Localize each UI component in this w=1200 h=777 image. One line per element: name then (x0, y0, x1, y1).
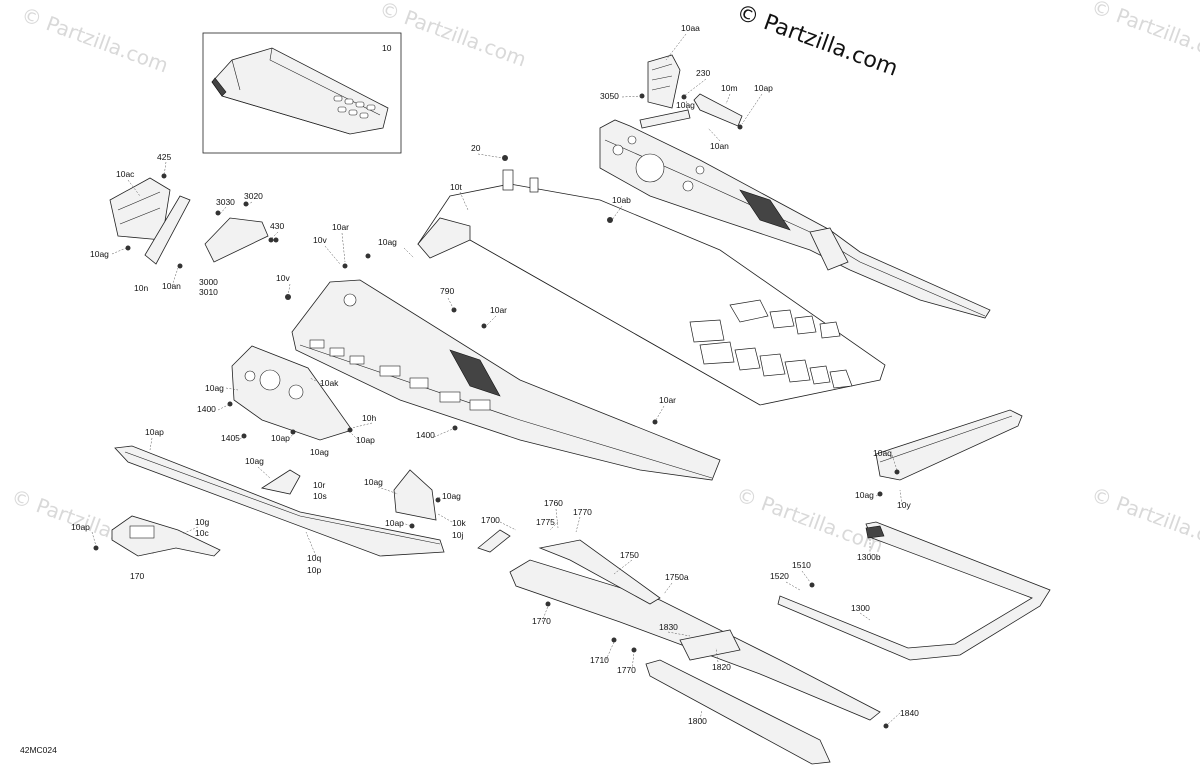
diagram-code: 42MC024 (20, 745, 57, 755)
callout-label: 10ak (320, 378, 339, 388)
callout-label: 1300b (857, 552, 881, 562)
callout-label: 3000 (199, 277, 218, 287)
callout-label: 10ag (442, 491, 461, 501)
callout-label: 1750a (665, 572, 689, 582)
callout-label: 10ap (356, 435, 375, 445)
callout-label: 10ag (310, 447, 329, 457)
inset-label: 10 (382, 43, 392, 53)
callout-label: 10ar (659, 395, 676, 405)
callout-label: 3030 (216, 197, 235, 207)
callout-label: 10s (313, 491, 327, 501)
callout-label: 10ag (378, 237, 397, 247)
callout-label: 10an (710, 141, 729, 151)
callout-label: 10ag (676, 100, 695, 110)
runner-assembly (477, 529, 881, 765)
callout-label: 10ac (116, 169, 135, 179)
copyright-text: © Partzilla.com (733, 0, 901, 82)
watermark: © Partzilla.com (1088, 482, 1200, 557)
callout-label: 170 (130, 571, 144, 581)
callout-label: 10t (450, 182, 462, 192)
callout-label: 430 (270, 221, 284, 231)
callout-label: 425 (157, 152, 171, 162)
tunnel-top-plate (417, 169, 886, 406)
callout-label: 1830 (659, 622, 678, 632)
callout-label: 10ag (855, 490, 874, 500)
callout-label: 1770 (617, 665, 636, 675)
callout-label: 10an (162, 281, 181, 291)
callout-label: 10y (897, 500, 911, 510)
fasteners (93, 93, 900, 729)
lower-bracket (111, 515, 221, 557)
front-strip (114, 445, 445, 557)
handle-bar (777, 521, 1051, 661)
callout-label: 10ap (71, 522, 90, 532)
callout-label: 10aq (873, 448, 892, 458)
callout-label: 10c (195, 528, 209, 538)
callout-label: 10h (362, 413, 376, 423)
callout-label: 10v (276, 273, 290, 283)
callout-label: 1400 (416, 430, 435, 440)
callout-label: 10ar (332, 222, 349, 232)
callout-label: 10ag (205, 383, 224, 393)
callout-label: 10n (134, 283, 148, 293)
callout-label: 10ab (612, 195, 631, 205)
callout-label: 10v (313, 235, 327, 245)
callout-label: 1405 (221, 433, 240, 443)
small-brackets (260, 469, 437, 521)
callout-label: 10ag (364, 477, 383, 487)
callout-label: 10ap (271, 433, 290, 443)
front-bumper (875, 409, 1023, 481)
callout-label: 1820 (712, 662, 731, 672)
rear-bracket-assembly (639, 54, 743, 129)
callout-label: 10g (195, 517, 209, 527)
callout-label: 1775 (536, 517, 555, 527)
right-tunnel-rail (599, 119, 991, 319)
callout-label: 790 (440, 286, 454, 296)
callout-label: 10aa (681, 23, 700, 33)
callout-label: 1400 (197, 404, 216, 414)
callout-label: 10ap (145, 427, 164, 437)
callout-label: 3020 (244, 191, 263, 201)
callout-label: 1750 (620, 550, 639, 560)
watermark: © Partzilla.com (18, 2, 171, 77)
callout-label: 230 (696, 68, 710, 78)
callout-label: 1770 (532, 616, 551, 626)
leader-lines (91, 33, 903, 725)
callout-label: 3010 (199, 287, 218, 297)
callout-label: 1840 (900, 708, 919, 718)
callout-label: 10m (721, 83, 738, 93)
callout-label: 10j (452, 530, 463, 540)
callout-label: 1710 (590, 655, 609, 665)
side-plate (231, 345, 353, 441)
callout-label: 1510 (792, 560, 811, 570)
callout-label: 10r (313, 480, 325, 490)
callout-label: 10ag (245, 456, 264, 466)
callout-label: 10ap (385, 518, 404, 528)
callout-label: 20 (471, 143, 481, 153)
watermark: © Partzilla.com (1088, 0, 1200, 69)
callout-label: 10ap (754, 83, 773, 93)
callout-labels: 10aa 230 3050 10m 10ap 10ag 10an 425 10a… (71, 23, 919, 726)
left-tunnel-rail (291, 279, 721, 481)
callout-label: 1300 (851, 603, 870, 613)
callout-label: 10ar (490, 305, 507, 315)
callout-label: 1700 (481, 515, 500, 525)
callout-label: 10p (307, 565, 321, 575)
callout-label: 3050 (600, 91, 619, 101)
callout-label: 1520 (770, 571, 789, 581)
callout-label: 10k (452, 518, 466, 528)
callout-label: 10q (307, 553, 321, 563)
front-left-brackets (109, 177, 269, 265)
callout-label: 1760 (544, 498, 563, 508)
callout-label: 10ag (90, 249, 109, 259)
callout-label: 1800 (688, 716, 707, 726)
callout-label: 1770 (573, 507, 592, 517)
inset-box: 10 (202, 32, 402, 154)
